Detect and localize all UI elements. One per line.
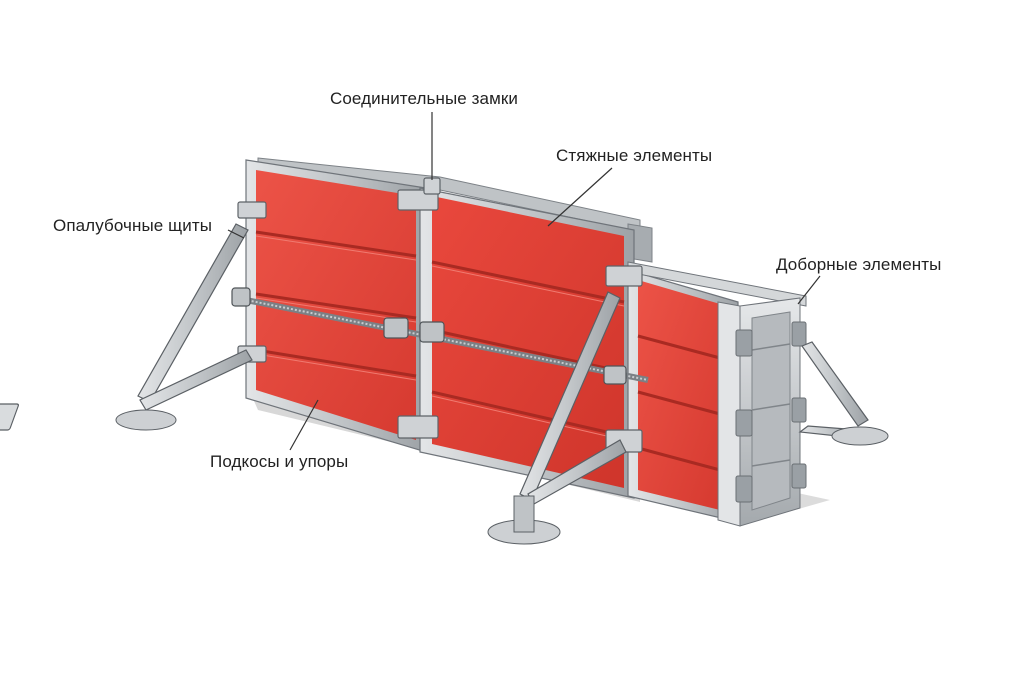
formwork-panel-middle bbox=[419, 187, 635, 499]
base-plate-right bbox=[831, 426, 889, 446]
base-plate-left bbox=[115, 409, 177, 431]
braces-right bbox=[798, 341, 869, 439]
braces-left bbox=[0, 223, 253, 431]
formwork-panel-right bbox=[627, 269, 739, 523]
label-formwork-panels: Опалубочные щиты bbox=[53, 216, 213, 235]
formwork-panel-left bbox=[245, 159, 427, 453]
filler-element bbox=[717, 297, 807, 527]
leader-lines bbox=[227, 112, 821, 451]
label-tie-elements: Стяжные элементы bbox=[556, 146, 713, 165]
panel-ribs bbox=[255, 230, 417, 378]
label-filler-elements: Доборные элементы bbox=[776, 255, 942, 274]
label-braces-and-supports: Подкосы и упоры bbox=[210, 452, 349, 471]
label-connecting-locks: Соединительные замки bbox=[330, 89, 519, 108]
